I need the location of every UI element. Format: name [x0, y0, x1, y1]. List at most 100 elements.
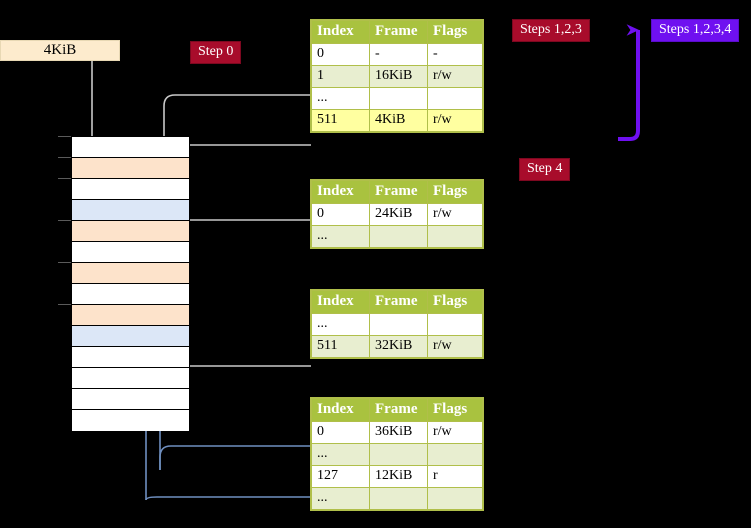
- column-header-index: Index: [311, 290, 370, 314]
- column-header-flags: Flags: [427, 290, 483, 314]
- column-header-frame: Frame: [369, 398, 428, 422]
- physical-memory-column: [71, 136, 190, 431]
- table-cell-index: ...: [311, 87, 370, 110]
- table-cell-index: 0: [311, 43, 370, 66]
- column-header-frame: Frame: [369, 20, 428, 44]
- memory-frame-cell: [72, 389, 189, 410]
- column-header-flags: Flags: [427, 20, 483, 44]
- table-cell-frame: -: [369, 43, 428, 66]
- memory-frame-cell: [72, 179, 189, 200]
- table-cell-index: ...: [311, 487, 370, 510]
- table-cell-index: 0: [311, 421, 370, 444]
- memory-frame-cell: [72, 221, 189, 242]
- memory-frame-cell: [72, 305, 189, 326]
- table-cell-index: 1: [311, 65, 370, 88]
- table-cell-frame: [369, 225, 428, 248]
- wire-l4-0-to-frame: [159, 445, 311, 470]
- memory-frame-tick: [58, 304, 71, 305]
- memory-frame-tick: [58, 262, 71, 263]
- table-cell-index: ...: [311, 443, 370, 466]
- table-cell-flags: [427, 313, 483, 336]
- table-cell-frame: [369, 443, 428, 466]
- table-cell-frame: [369, 487, 428, 510]
- table-cell-frame: 24KiB: [369, 203, 428, 226]
- memory-frame-tick: [58, 136, 71, 137]
- table-cell-index: ...: [311, 313, 370, 336]
- memory-frame-tick: [58, 220, 71, 221]
- column-header-frame: Frame: [369, 290, 428, 314]
- memory-frame-cell: [72, 200, 189, 221]
- table-cell-frame: 4KiB: [369, 109, 428, 132]
- badge-steps-1234: Steps 1,2,3,4: [651, 19, 740, 42]
- memory-frame-cell: [72, 326, 189, 347]
- table-cell-frame: [369, 87, 428, 110]
- table-cell-index: 511: [311, 109, 370, 132]
- table-row: ...: [311, 87, 483, 110]
- column-header-index: Index: [311, 180, 370, 204]
- memory-frame-cell: [72, 137, 189, 158]
- table-cell-frame: 36KiB: [369, 421, 428, 444]
- table-cell-index: 511: [311, 335, 370, 358]
- table-cell-index: 0: [311, 203, 370, 226]
- wire-l1-to-frame-a: [167, 144, 311, 157]
- table-cell-flags: r/w: [427, 65, 483, 88]
- column-header-index: Index: [311, 20, 370, 44]
- wire-l4-127-to-frame: [145, 496, 311, 501]
- memory-frame-cell: [72, 368, 189, 389]
- memory-frame-cell: [72, 284, 189, 305]
- table-cell-frame: [369, 313, 428, 336]
- table-cell-flags: [427, 443, 483, 466]
- memory-frame-cell: [72, 158, 189, 179]
- memory-frame-cell: [72, 242, 189, 263]
- table-row: 0--: [311, 43, 483, 66]
- memory-frame-cell: [72, 410, 189, 431]
- wire-l2-0-to-frame: [178, 219, 311, 249]
- badge-step-4: Step 4: [519, 158, 571, 181]
- table-cell-flags: r/w: [427, 109, 483, 132]
- memory-frame-cell: [72, 263, 189, 284]
- column-header-frame: Frame: [369, 180, 428, 204]
- table-cell-flags: r: [427, 465, 483, 488]
- table-row: ...: [311, 487, 483, 510]
- table-cell-frame: 16KiB: [369, 65, 428, 88]
- column-header-index: Index: [311, 398, 370, 422]
- table-cell-frame: 12KiB: [369, 465, 428, 488]
- table-cell-frame: 32KiB: [369, 335, 428, 358]
- memory-frame-tick: [58, 178, 71, 179]
- frame-size-banner: 4KiB: [0, 40, 120, 61]
- table-row: ...: [311, 313, 483, 336]
- memory-frame-cell: [72, 347, 189, 368]
- badge-steps-123: Steps 1,2,3: [512, 19, 590, 42]
- table-cell-flags: r/w: [427, 203, 483, 226]
- memory-frame-tick: [58, 157, 71, 158]
- table-row: ...: [311, 443, 483, 466]
- table-cell-flags: -: [427, 43, 483, 66]
- badge-step-0: Step 0: [190, 41, 242, 64]
- table-cell-flags: [427, 487, 483, 510]
- table-cell-flags: [427, 225, 483, 248]
- table-cell-index: 127: [311, 465, 370, 488]
- wire-purple-loop: [618, 24, 640, 141]
- wire-l3-511-to-frame: [171, 308, 311, 367]
- table-cell-flags: r/w: [427, 335, 483, 358]
- table-cell-flags: r/w: [427, 421, 483, 444]
- column-header-flags: Flags: [427, 180, 483, 204]
- table-cell-index: ...: [311, 225, 370, 248]
- table-cell-flags: [427, 87, 483, 110]
- column-header-flags: Flags: [427, 398, 483, 422]
